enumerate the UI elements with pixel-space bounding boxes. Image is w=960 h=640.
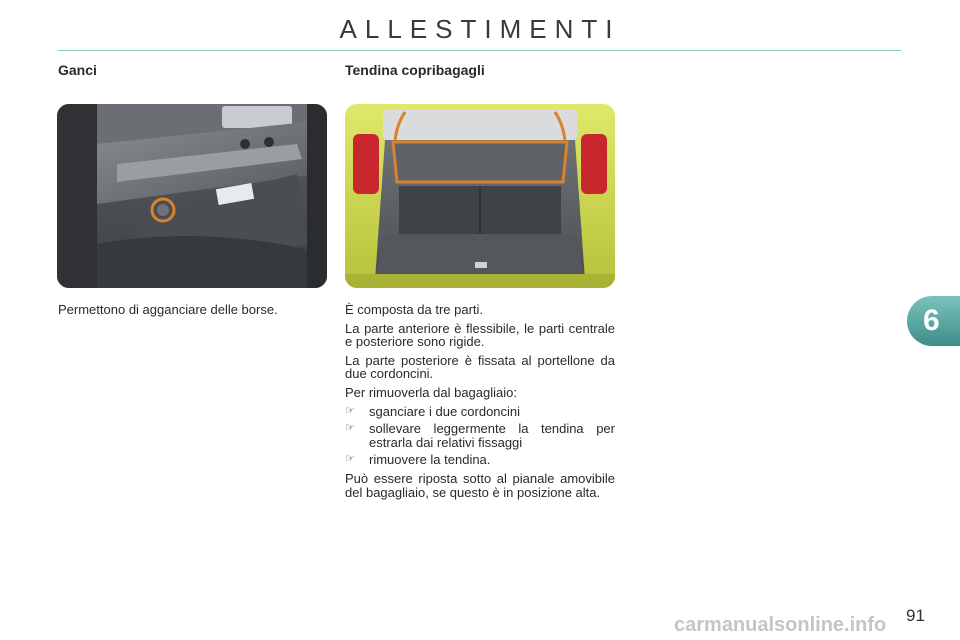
chapter-tab: 6 <box>907 296 960 346</box>
pointing-hand-icon: ☞ <box>345 404 355 417</box>
paragraph-remove-intro: Per rimuoverla dal bagagliaio: <box>345 384 517 400</box>
removal-steps-list: ☞ sganciare i due cordoncini ☞ sollevare… <box>345 403 615 468</box>
list-item: ☞ sganciare i due cordoncini <box>345 403 521 419</box>
paragraph-cords: La parte posteriore è fissata al portell… <box>345 352 615 382</box>
list-item: ☞ sollevare leggermente la tendina per e… <box>345 421 615 450</box>
list-item: ☞ rimuovere la tendina. <box>345 452 491 468</box>
header-divider <box>58 50 901 51</box>
paragraph-parts: È composta da tre parti. <box>345 302 484 317</box>
luggage-cover-text: È composta da tre parti. La parte anteri… <box>345 303 615 504</box>
hook-caption: Permettono di agganciare delle borse. <box>58 302 278 317</box>
page-number: 91 <box>906 606 925 625</box>
page-title: ALLESTIMENTI <box>339 14 621 44</box>
section-heading-ganci: Ganci <box>58 62 97 78</box>
luggage-cover-photo <box>345 104 615 288</box>
pointing-hand-icon: ☞ <box>345 453 355 466</box>
paragraph-flexible: La parte anteriore è flessibile, le part… <box>345 320 615 350</box>
section-heading-tendina: Tendina copribagagli <box>345 62 485 78</box>
paragraph-storage: Può essere riposta sotto al pianale amov… <box>345 470 615 500</box>
hook-photo <box>57 104 327 288</box>
watermark: carmanualsonline.info <box>674 614 887 636</box>
pointing-hand-icon: ☞ <box>345 422 355 435</box>
